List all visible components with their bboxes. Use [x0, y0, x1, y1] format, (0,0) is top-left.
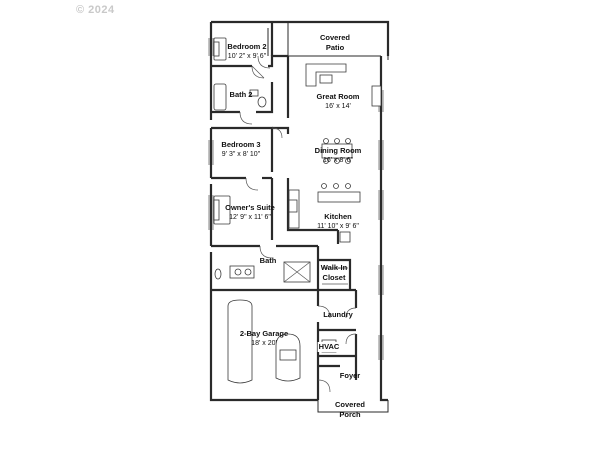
copyright-watermark: © 2024 [76, 4, 115, 16]
room-laundry: Laundry [323, 310, 353, 320]
room-name: Kitchen [324, 212, 352, 221]
room-bedroom-2: Bedroom 2 10' 2" x 9' 6" [227, 42, 266, 62]
room-name: Bath [259, 256, 277, 265]
room-foyer: Foyer [340, 371, 360, 381]
room-walk-in-closet: Walk-In Closet [321, 263, 347, 283]
room-bedroom-3: Bedroom 3 9' 3" x 8' 10" [221, 140, 260, 160]
room-name: Laundry [323, 310, 353, 319]
room-dimensions: 11' 10" x 9' 6" [317, 223, 359, 230]
room-covered-patio: Covered Patio [320, 33, 350, 53]
room-bath-2: Bath 2 [230, 90, 253, 100]
room-hvac: HVAC [317, 342, 341, 352]
room-dimensions: 9' 3" x 8' 10" [221, 151, 261, 158]
room-bath: Bath [260, 256, 277, 266]
room-name-line2: Patio [325, 43, 345, 52]
fixtures [213, 37, 382, 384]
room-owners-suite: Owner's Suite 12' 9" x 11' 6" [225, 203, 275, 223]
room-name-line2: Porch [339, 410, 361, 419]
room-covered-porch: Covered Porch [335, 400, 365, 420]
door-swings [239, 55, 357, 393]
room-name: Covered [334, 400, 366, 409]
room-name: Dining Room [314, 146, 362, 155]
room-dimensions: 16' x 8' 6" [322, 157, 354, 164]
room-dining-room: Dining Room 16' x 8' 6" [315, 146, 362, 166]
room-name: HVAC [318, 342, 340, 351]
room-name: Walk-In [320, 263, 348, 272]
room-kitchen: Kitchen 11' 10" x 9' 6" [317, 212, 359, 232]
room-name: Bedroom 2 [227, 42, 267, 51]
room-dimensions: 18' x 20' [251, 340, 277, 347]
room-dimensions: 10' 2" x 9' 6" [227, 53, 267, 60]
room-name-line2: Closet [322, 273, 346, 282]
room-name: Bedroom 3 [221, 140, 261, 149]
room-dimensions: 12' 9" x 11' 6" [229, 214, 271, 221]
room-name: Bath 2 [229, 90, 253, 99]
exterior-walls [209, 20, 390, 402]
room-great-room: Great Room 16' x 14' [317, 92, 360, 112]
room-name: Great Room [316, 92, 360, 101]
room-name: Foyer [339, 371, 361, 380]
room-dimensions: 16' x 14' [325, 103, 351, 110]
room-name: 2-Bay Garage [239, 329, 289, 338]
room-name: Owner's Suite [225, 203, 275, 212]
room-name: Covered [319, 33, 351, 42]
room-2-bay-garage: 2-Bay Garage 18' x 20' [240, 329, 288, 349]
interior-walls [211, 22, 389, 413]
